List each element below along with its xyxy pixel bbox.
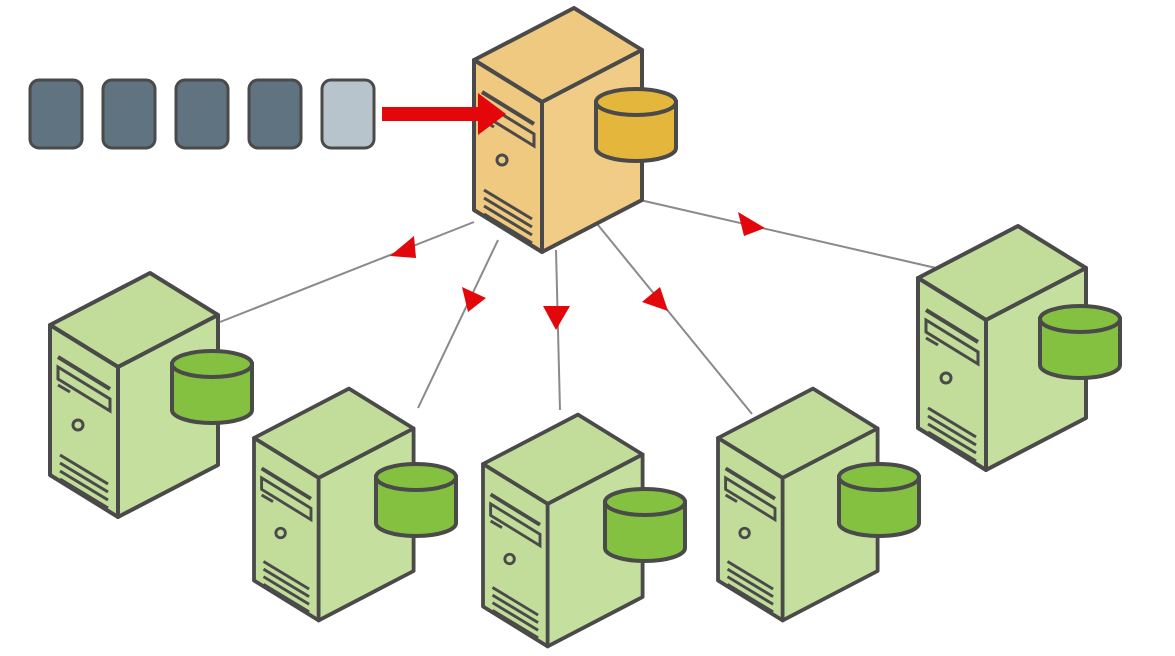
- replication-links: [219, 199, 937, 415]
- server-group: [48, 6, 1122, 649]
- replication-arrow: [462, 287, 486, 312]
- replication-arrows: [382, 93, 765, 330]
- replica-server-icon: [916, 224, 1122, 472]
- message-queue: [28, 78, 376, 150]
- replica-server-icon: [252, 386, 458, 623]
- queue-item: [28, 78, 84, 150]
- queue-item: [101, 78, 157, 150]
- database-icon: [170, 349, 254, 425]
- database-icon: [374, 462, 458, 538]
- database-icon: [603, 487, 687, 563]
- replication-link: [219, 221, 475, 323]
- replication-link: [639, 199, 937, 269]
- replica-server-icon: [481, 412, 687, 649]
- ingest-arrow: [382, 93, 506, 135]
- queue-item: [174, 78, 230, 150]
- replication-link: [417, 239, 499, 409]
- queue-item-next: [320, 78, 376, 150]
- replication-arrow: [738, 212, 765, 236]
- database-icon: [594, 87, 678, 163]
- replication-link: [597, 224, 753, 415]
- database-icon: [837, 462, 921, 538]
- replica-server-icon: [48, 271, 254, 519]
- leader-server-icon: [472, 6, 678, 254]
- replication-arrow: [543, 306, 570, 330]
- replication-link: [555, 249, 561, 411]
- database-icon: [1038, 304, 1122, 380]
- queue-item: [247, 78, 303, 150]
- replication-arrow: [390, 236, 416, 258]
- replication-arrow: [642, 287, 668, 311]
- replica-server-icon: [716, 386, 921, 623]
